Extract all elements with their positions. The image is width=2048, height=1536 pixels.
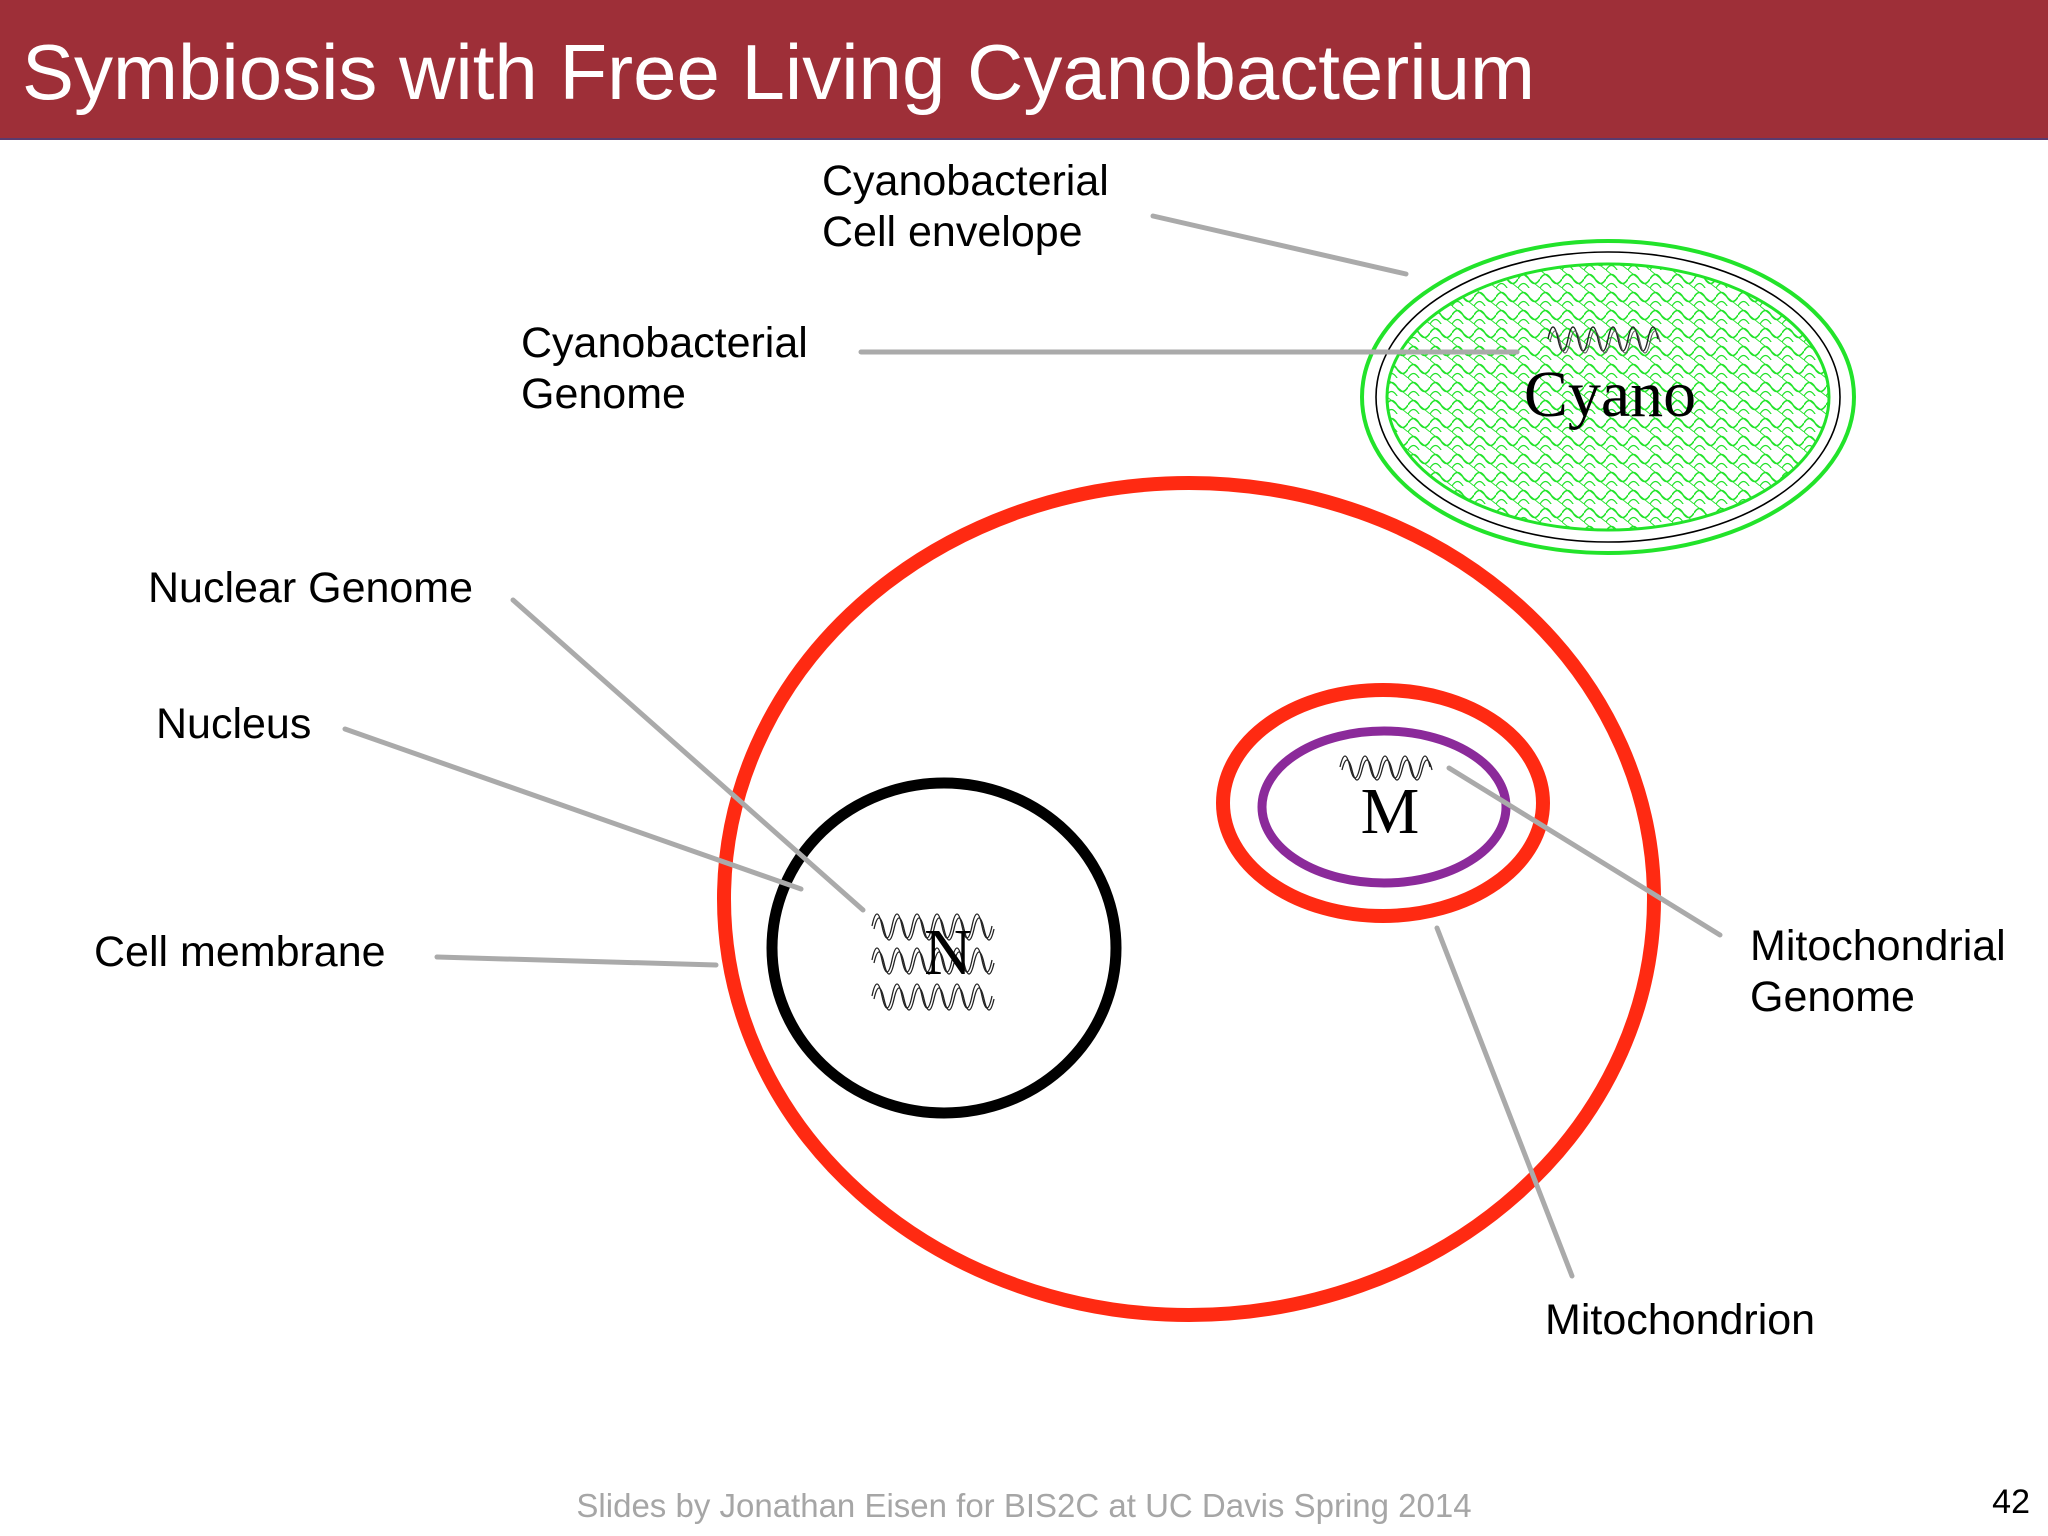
label-cell-membrane: Cell membrane [94, 928, 386, 976]
nuclear-genome-icon [871, 913, 995, 1011]
cell-membrane [717, 476, 1661, 1322]
label-cyano-genome-line1: Cyanobacterial [521, 319, 808, 367]
cyanobacterium: Cyano [1360, 239, 1856, 555]
nucleus-letter: N [924, 916, 972, 989]
leader-cyano-envelope [1150, 213, 1409, 277]
slide-footer: Slides by Jonathan Eisen for BIS2C at UC… [576, 1487, 1472, 1524]
mito-genome-icon [1339, 755, 1433, 781]
label-mito-genome-line2: Genome [1750, 973, 1915, 1021]
label-nuclear-genome: Nuclear Genome [148, 564, 473, 612]
mito-letter: M [1361, 775, 1420, 848]
mitochondrion: M [1216, 683, 1550, 923]
leader-lines [342, 213, 1723, 1279]
nucleus: N [766, 777, 1122, 1119]
label-cyano-envelope-line2: Cell envelope [822, 208, 1083, 256]
label-cyano-genome: Cyanobacterial Genome [521, 319, 820, 418]
leader-mitochondrion [1434, 925, 1575, 1279]
label-mitochondrion: Mitochondrion [1545, 1296, 1815, 1344]
label-cyano-envelope: Cyanobacterial Cell envelope [822, 157, 1121, 256]
leader-cell-membrane [434, 954, 719, 968]
mito-inner-membrane [1257, 726, 1511, 888]
label-cyano-envelope-line1: Cyanobacterial [822, 157, 1109, 205]
cyano-envelope-black [1375, 251, 1841, 543]
cyano-letter: Cyano [1524, 358, 1696, 431]
title-bar: Symbiosis with Free Living Cyanobacteriu… [0, 0, 2048, 140]
label-nucleus: Nucleus [156, 700, 311, 748]
label-cyano-genome-line2: Genome [521, 370, 686, 418]
cyano-cytoplasm [1385, 262, 1831, 532]
leader-nuclear-genome [510, 597, 866, 913]
nucleus-envelope [766, 777, 1122, 1119]
leader-nucleus [342, 726, 804, 892]
mito-outer-membrane [1216, 683, 1550, 923]
page-number: 42 [1992, 1483, 2030, 1521]
slide-title: Symbiosis with Free Living Cyanobacteriu… [22, 28, 1535, 116]
leader-mito-genome [1446, 765, 1723, 938]
cyano-envelope-outer [1360, 239, 1856, 555]
label-mito-genome: Mitochondrial Genome [1750, 922, 2018, 1021]
label-mito-genome-line1: Mitochondrial [1750, 922, 2006, 970]
